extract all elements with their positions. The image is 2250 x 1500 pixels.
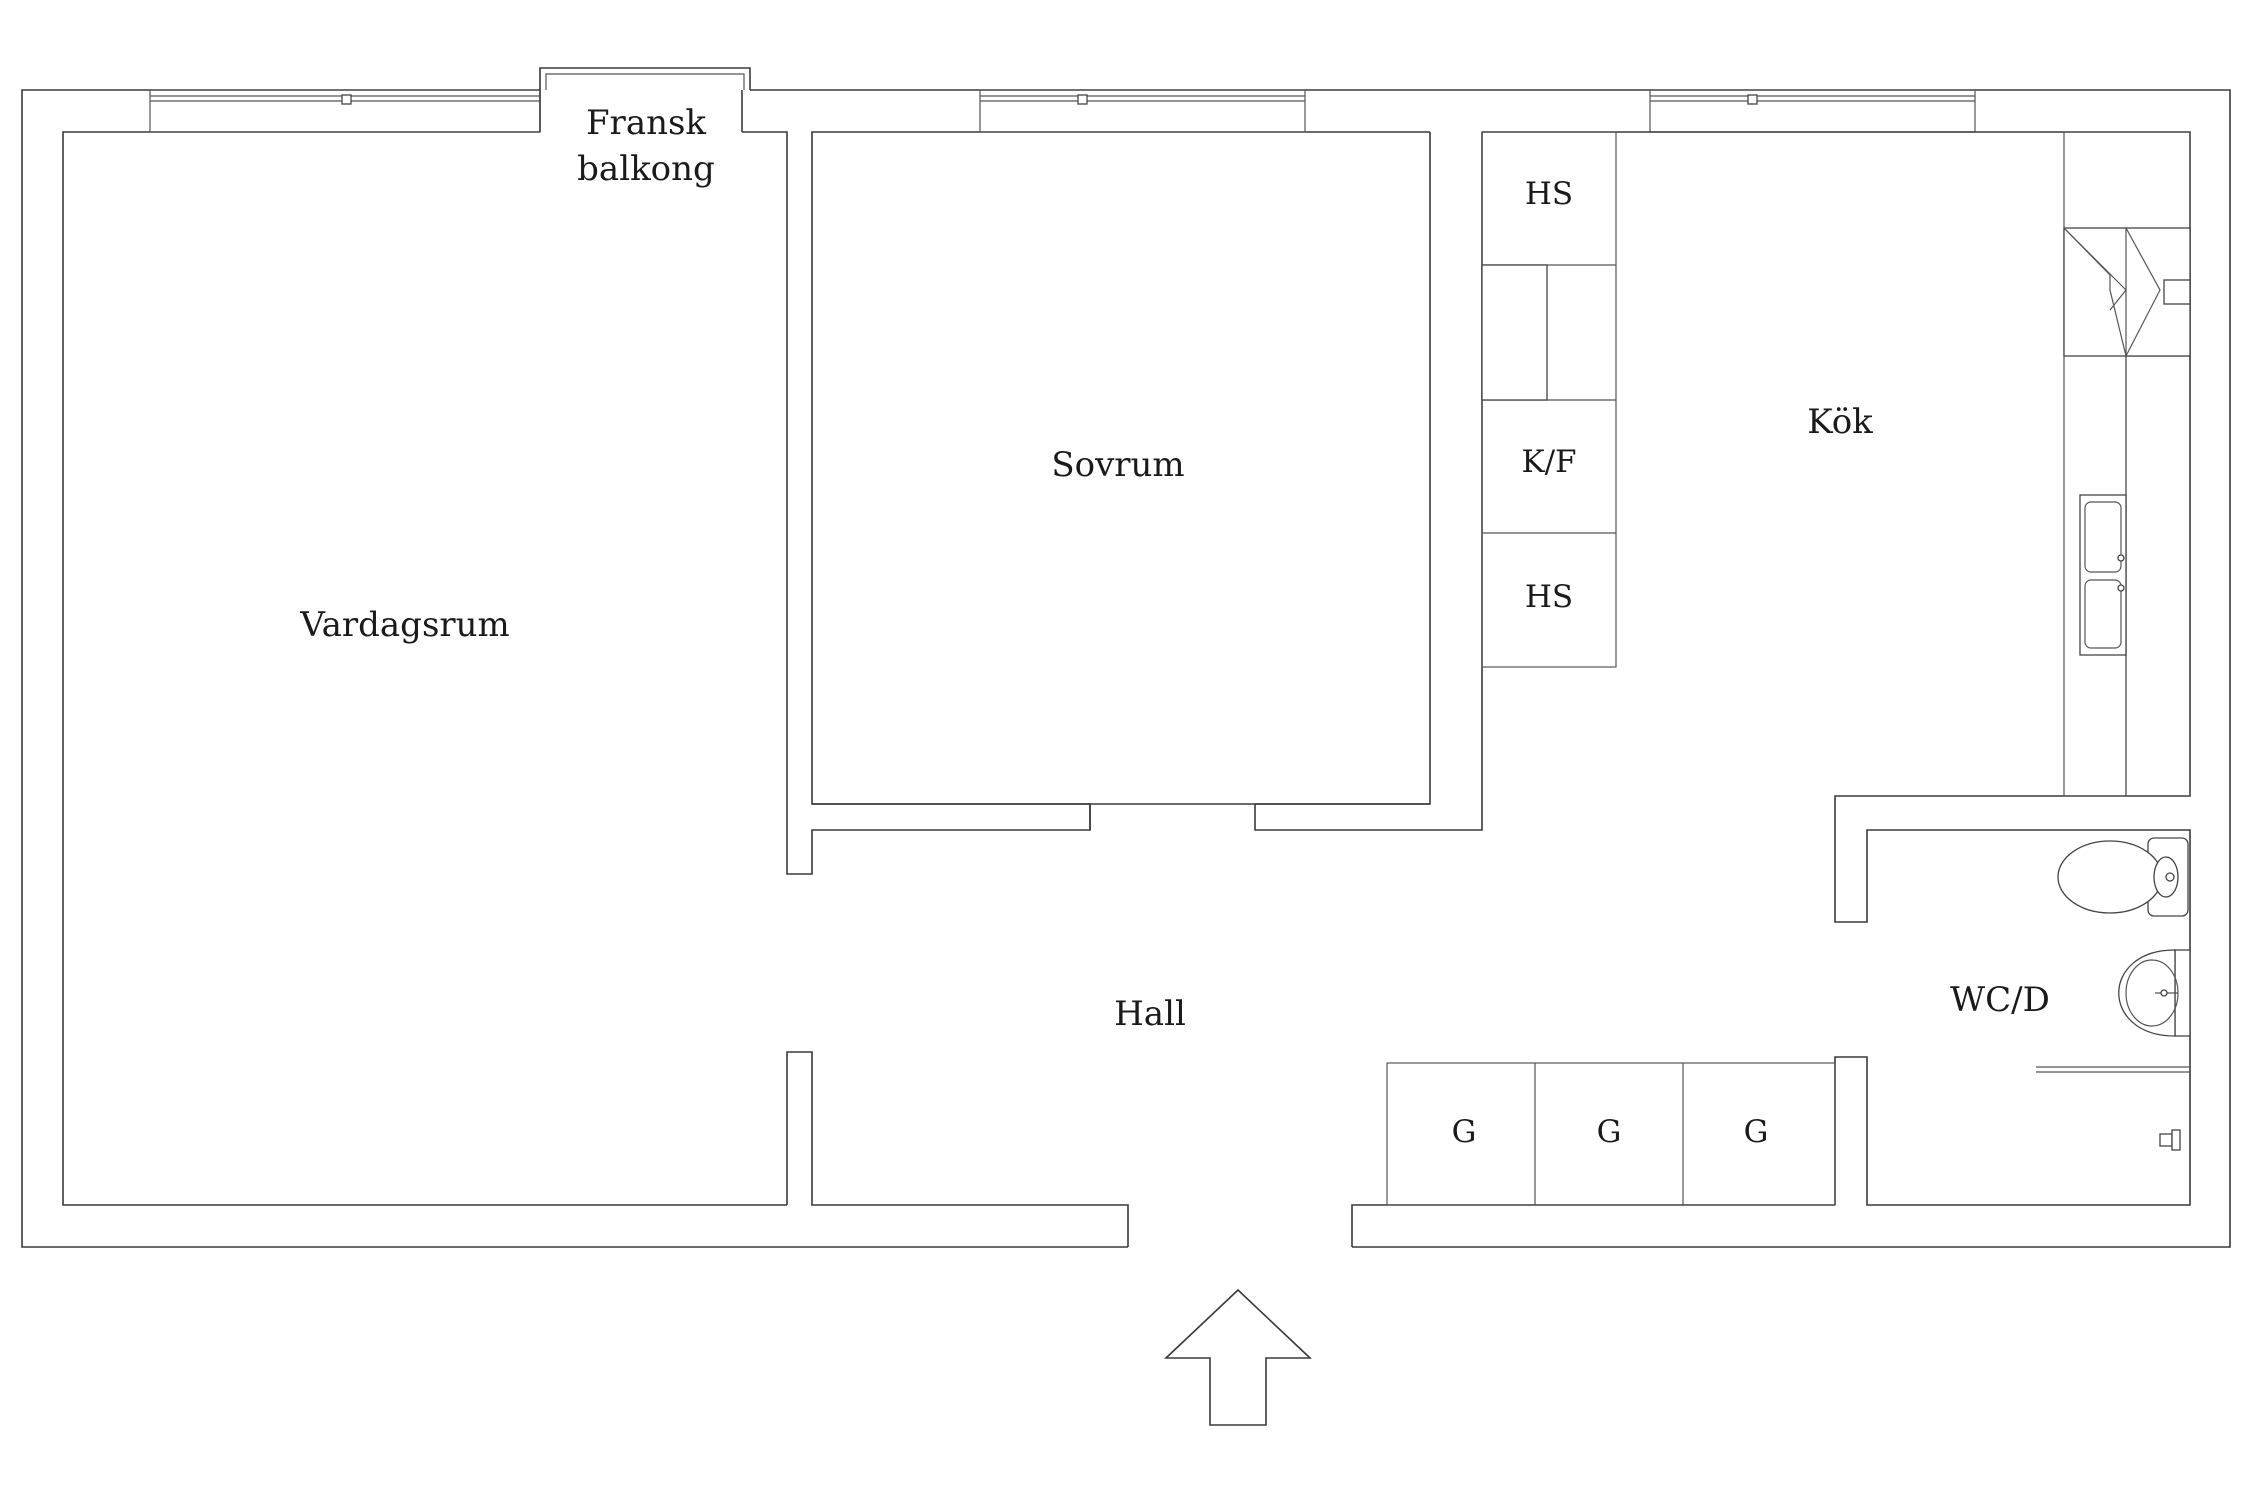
label-living-room: Vardagsrum [299, 605, 510, 645]
washbasin-icon [2118, 949, 2191, 1037]
label-hs-bottom: HS [1525, 579, 1573, 615]
label-kf: K/F [1521, 444, 1576, 480]
stove-hood-icon [2063, 227, 2191, 357]
label-bedroom: Sovrum [1051, 445, 1184, 485]
hall-wardrobes [1386, 1062, 1836, 1206]
label-kitchen: Kök [1807, 402, 1873, 442]
toilet-icon [2057, 837, 2189, 917]
shower-icon [2036, 1066, 2190, 1151]
window-bedroom [979, 89, 1306, 133]
label-hall: Hall [1114, 994, 1186, 1034]
label-g3: G [1744, 1114, 1769, 1150]
label-french-balcony-line1: Fransk [586, 103, 706, 143]
outer-walls [21, 89, 2231, 1248]
double-sink-icon [2079, 494, 2127, 656]
window-kitchen [1649, 89, 1976, 133]
window-living [149, 89, 541, 133]
label-g2: G [1597, 1114, 1622, 1150]
kitchen-closets [1481, 131, 1617, 668]
label-wc: WC/D [1950, 980, 2050, 1020]
interior-walls [786, 131, 2191, 1247]
entrance-arrow-icon [1163, 1288, 1313, 1426]
french-balcony [539, 67, 751, 132]
label-g1: G [1452, 1114, 1477, 1150]
label-french-balcony-line2: balkong [577, 149, 715, 189]
label-hs-top: HS [1525, 176, 1573, 212]
